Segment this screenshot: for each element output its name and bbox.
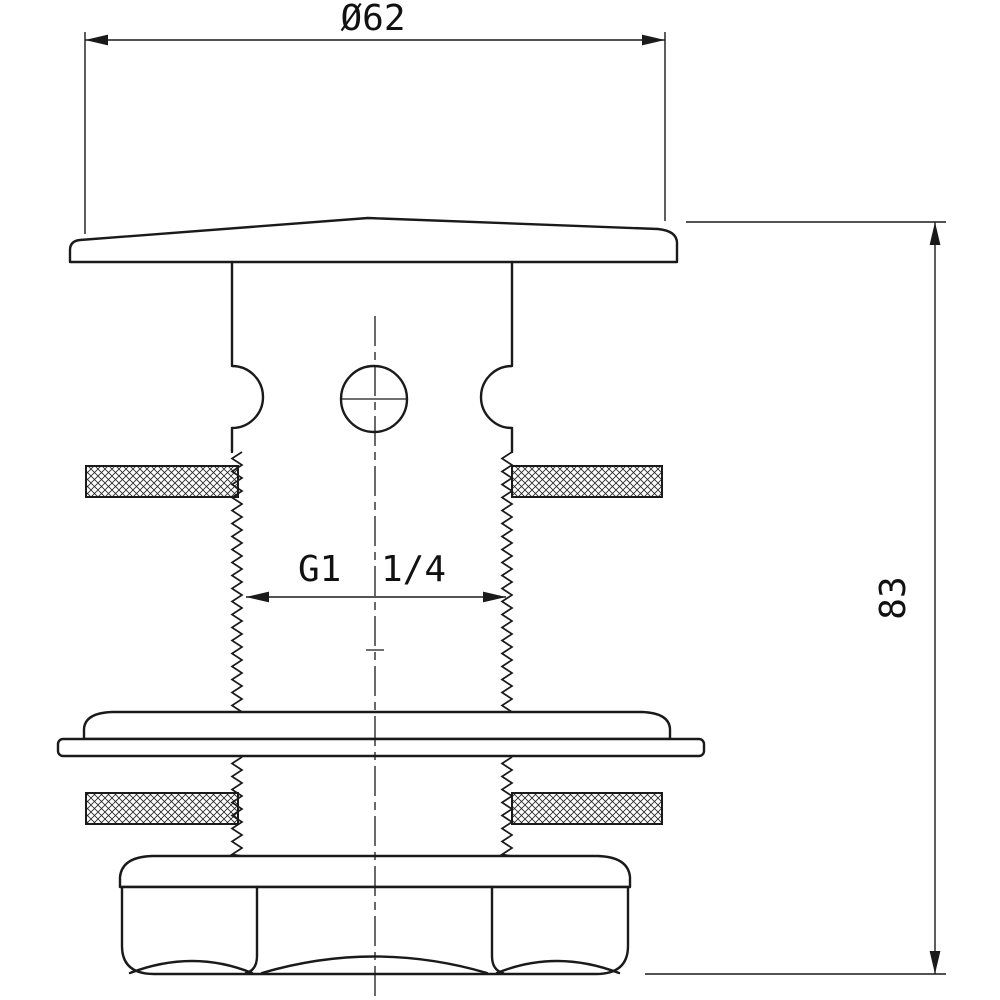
arrowhead-right-icon (642, 34, 665, 46)
centerline (342, 316, 408, 1000)
thread-lower-right (499, 756, 514, 857)
flange (56, 710, 706, 758)
gasket-top-right (511, 465, 663, 498)
body-left-edge (230, 260, 265, 454)
thread-upper-right (500, 451, 515, 715)
cap (68, 216, 679, 264)
flange-plate (56, 737, 706, 758)
dim-height: 83 (645, 221, 946, 975)
gaskets (85, 465, 663, 825)
nut-chamfer-left (128, 959, 254, 975)
gasket-bottom-right (511, 792, 663, 825)
arrowhead-up-icon (929, 222, 941, 245)
dim-diameter-label: Ø62 (340, 0, 405, 39)
arrowhead-down-icon (929, 951, 941, 974)
thread-lower-left (229, 756, 244, 857)
dim-thread-label: G1 1/4 (298, 549, 446, 590)
arrowhead-left-icon (246, 591, 269, 603)
centerline-ticks (342, 398, 408, 651)
dim-height-label: 83 (873, 576, 914, 619)
dim-diameter-lines (84, 32, 666, 234)
dim-height-lines (645, 221, 946, 975)
flange-disk (82, 710, 672, 741)
nut-chamfer-right (495, 959, 621, 975)
gasket-bottom-left (85, 792, 239, 825)
arrowhead-left-icon (85, 34, 108, 46)
dim-diameter: Ø62 (84, 0, 666, 234)
cap-outline (68, 216, 679, 264)
body-right-edge (479, 260, 514, 454)
arrowhead-right-icon (483, 591, 506, 603)
threads (229, 451, 515, 857)
nut-chamfer-center (260, 955, 489, 975)
gasket-top-left (85, 465, 239, 498)
dim-thread: G1 1/4 (246, 549, 506, 603)
thread-upper-left (230, 451, 245, 715)
